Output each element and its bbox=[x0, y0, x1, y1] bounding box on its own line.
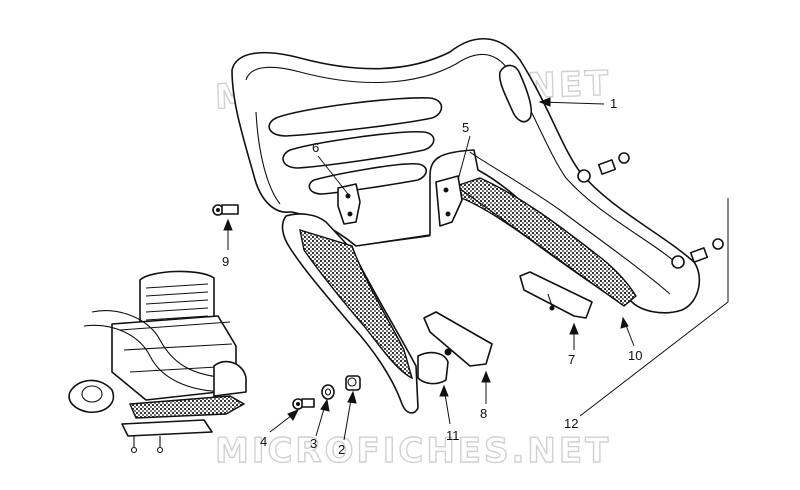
part-6-bracket bbox=[337, 183, 361, 225]
callout-6: 6 bbox=[312, 140, 319, 155]
part-9-bolt bbox=[212, 204, 239, 216]
callout-7: 7 bbox=[568, 352, 575, 367]
callout-11: 11 bbox=[446, 428, 460, 443]
frame-slot-upper bbox=[268, 96, 443, 137]
part-5-bracket bbox=[435, 175, 463, 227]
part-4-bolt bbox=[292, 398, 315, 410]
engine-thumbnail bbox=[68, 270, 247, 454]
frame-slot-lower bbox=[308, 162, 428, 195]
callout-4: 4 bbox=[260, 434, 267, 449]
frame-bolts-right bbox=[577, 152, 724, 269]
callout-3: 3 bbox=[310, 436, 317, 451]
frame-slot-right bbox=[498, 64, 533, 123]
part-1-guard-frame bbox=[231, 37, 701, 314]
callout-2: 2 bbox=[338, 442, 345, 457]
callout-1: 1 bbox=[610, 96, 617, 111]
part-10-right-strip bbox=[455, 177, 637, 307]
callout-5: 5 bbox=[462, 120, 469, 135]
callout-12: 12 bbox=[564, 416, 578, 431]
part-11-left-arm bbox=[281, 213, 449, 414]
part-8-bracket bbox=[423, 311, 493, 367]
part-2-spacer bbox=[345, 375, 361, 391]
watermark-bottom: MICROFICHES.NET bbox=[215, 431, 611, 471]
part-7-bracket bbox=[519, 271, 593, 319]
leader-lines bbox=[223, 97, 729, 441]
callout-10: 10 bbox=[628, 348, 642, 363]
callout-9: 9 bbox=[222, 254, 229, 269]
callout-8: 8 bbox=[480, 406, 487, 421]
part-3-washer bbox=[321, 384, 335, 400]
